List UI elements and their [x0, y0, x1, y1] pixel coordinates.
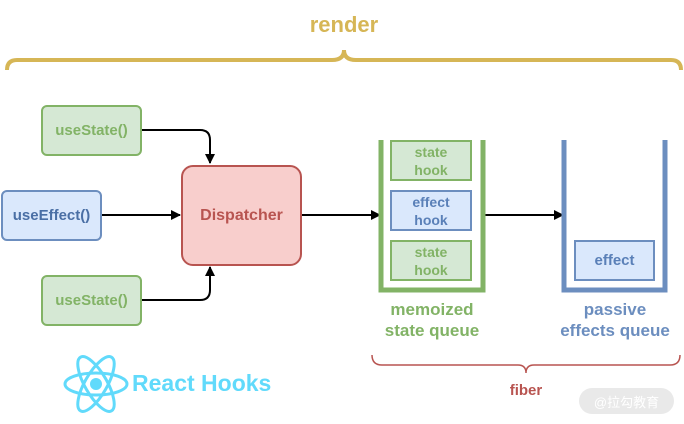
fiber-label: fiber: [509, 382, 543, 399]
usestate-box-bottom: useState(): [41, 275, 142, 326]
arrow-usestate-top-to-dispatcher: [142, 129, 215, 164]
watermark-text: @拉勾教育: [593, 394, 660, 410]
effects-queue-container: [561, 140, 668, 293]
react-hooks-label: React Hooks: [132, 370, 272, 396]
watermark-badge: @拉勾教育: [579, 388, 674, 414]
usestate-box-top: useState(): [41, 105, 142, 156]
memo-queue-caption: memoized state queue: [384, 300, 480, 340]
memo-queue-state-hook-1: state hook: [390, 140, 472, 181]
render-brace: [5, 49, 683, 71]
memo-queue-state-hook-2: state hook: [390, 240, 472, 281]
arrow-usestate-bottom-to-dispatcher: [142, 266, 215, 301]
dispatcher-box: Dispatcher: [181, 165, 302, 266]
render-title: render: [309, 12, 379, 37]
effects-queue-caption: passive effects queue: [560, 300, 670, 340]
effects-queue-effect-item: effect: [574, 240, 655, 281]
react-logo-icon: [63, 355, 129, 413]
useeffect-box: useEffect(): [1, 190, 102, 241]
fiber-brace: [371, 354, 681, 374]
memo-queue-container: [378, 140, 486, 293]
memo-queue-effect-hook: effect hook: [390, 190, 472, 231]
